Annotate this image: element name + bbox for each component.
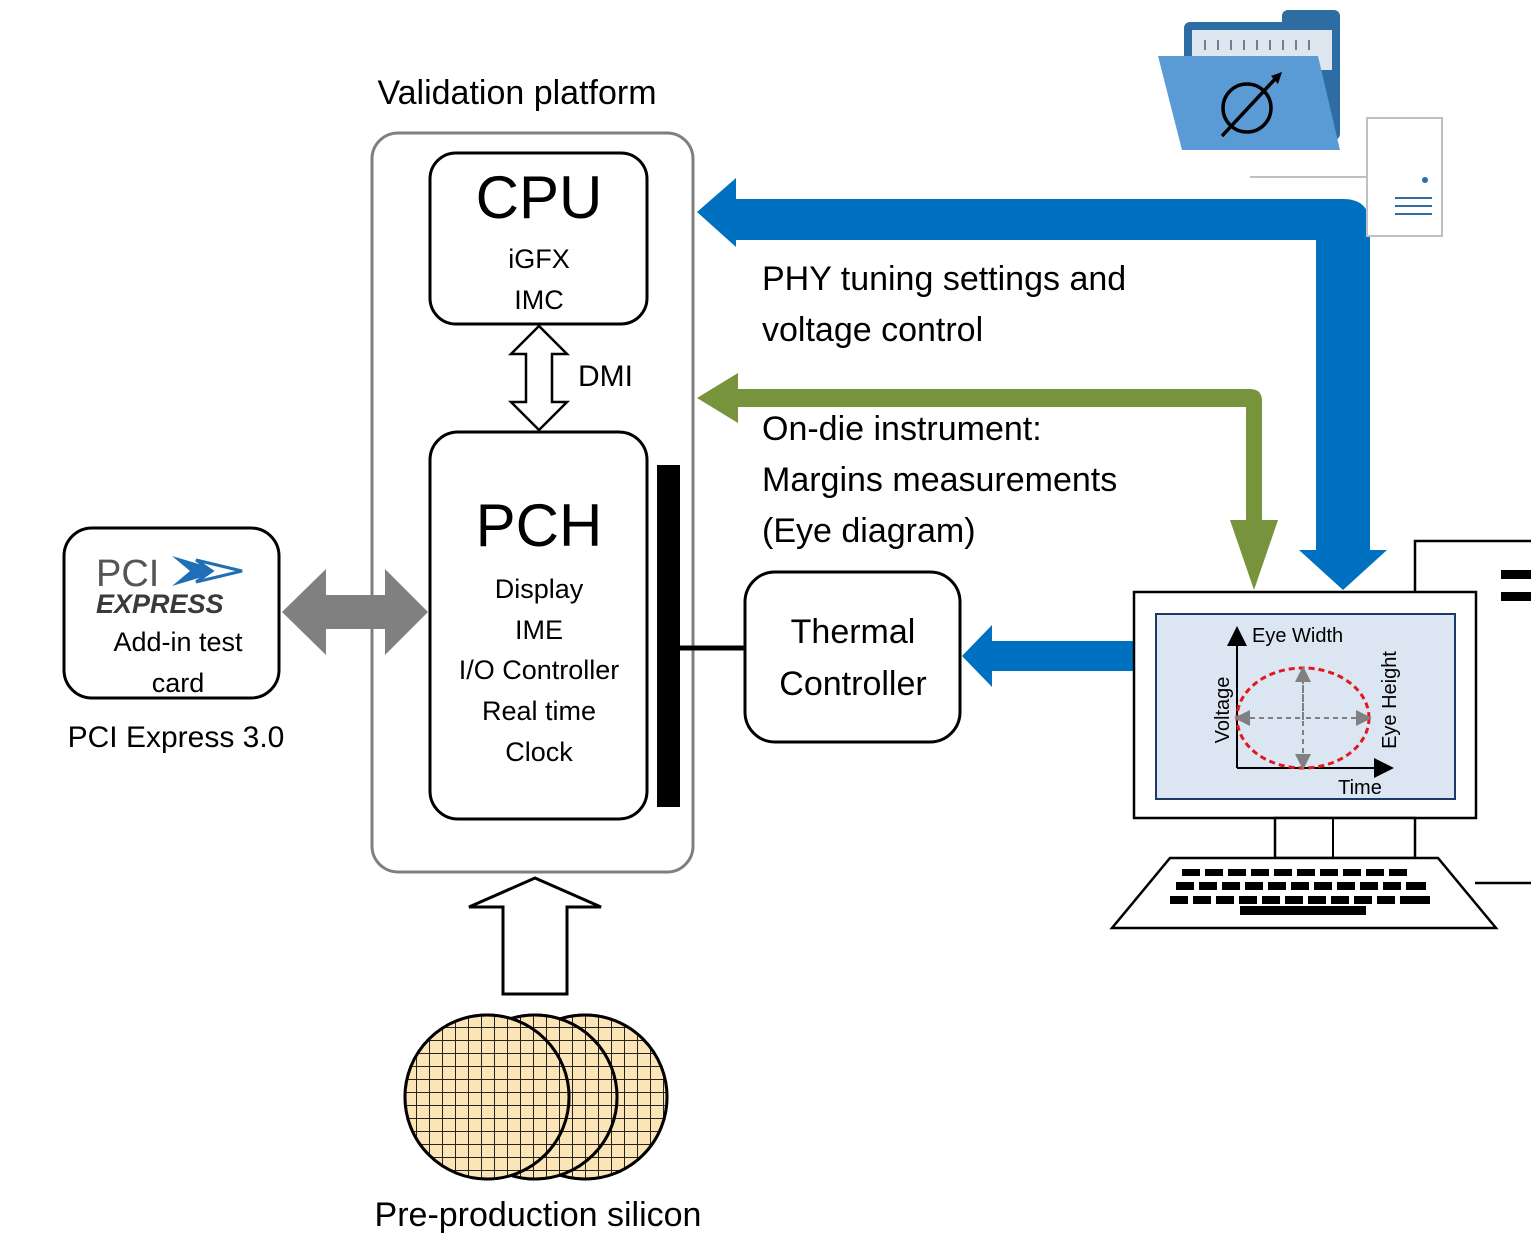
cpu-box — [428, 151, 649, 326]
pcie-chevron-icon-2 — [195, 558, 243, 584]
pch-line-display: Display — [495, 574, 584, 604]
pcie-logo-top: PCI — [96, 553, 159, 595]
pcie-caption: PCI Express 3.0 — [68, 721, 285, 754]
computer-tower-icon — [1413, 539, 1531, 885]
folder-icon — [1158, 10, 1340, 150]
pcie-card-line-1: Add-in test — [113, 627, 243, 657]
voltage-label: Voltage — [1212, 677, 1234, 744]
ondie-arrow — [697, 373, 1278, 590]
server-icon — [1250, 117, 1443, 237]
phy-text-2: voltage control — [762, 311, 983, 349]
platform-label: Validation platform — [377, 74, 656, 112]
pcie-card-line-2: card — [152, 668, 205, 698]
wafer-stack-icon — [403, 1013, 669, 1181]
monitor-icon — [1132, 590, 1478, 860]
ondie-text-2: Margins measurements — [762, 461, 1117, 499]
eye-diagram: Eye Width Time Voltage Eye Height — [1212, 625, 1401, 799]
keyboard-icon — [1109, 856, 1499, 930]
ondie-text-1: On-die instrument: — [762, 410, 1042, 448]
bus-bar — [657, 465, 680, 807]
pcie-chevron-icon — [172, 556, 222, 586]
thermal-arrow — [962, 625, 1133, 687]
thermal-line-2: Controller — [779, 665, 926, 703]
pch-title: PCH — [476, 492, 603, 559]
dmi-arrow — [507, 324, 571, 432]
ondie-text-3: (Eye diagram) — [762, 512, 976, 550]
pcie-logo-bottom: EXPRESS — [96, 589, 224, 619]
cpu-line-imc: IMC — [514, 285, 564, 315]
pch-box — [428, 430, 649, 821]
pch-line-rtc2: Clock — [505, 737, 573, 767]
eye-width-label: Eye Width — [1252, 625, 1343, 647]
cpu-title: CPU — [476, 164, 603, 231]
pch-line-io: I/O Controller — [459, 655, 620, 685]
silicon-up-arrow — [468, 876, 602, 996]
pch-line-ime: IME — [515, 615, 563, 645]
time-label: Time — [1338, 777, 1382, 799]
thermal-line-1: Thermal — [791, 613, 916, 651]
phy-tuning-arrow — [697, 178, 1387, 590]
thermal-box — [743, 570, 962, 744]
phy-text-1: PHY tuning settings and — [762, 260, 1126, 298]
silicon-caption: Pre-production silicon — [375, 1196, 702, 1234]
cpu-line-igfx: iGFX — [508, 244, 570, 274]
eye-height-label: Eye Height — [1379, 651, 1401, 749]
dmi-label: DMI — [578, 360, 633, 393]
pcie-pch-arrow — [282, 569, 428, 655]
pch-line-rtc1: Real time — [482, 696, 596, 726]
pcie-logo: PCI EXPRESS — [96, 553, 243, 619]
